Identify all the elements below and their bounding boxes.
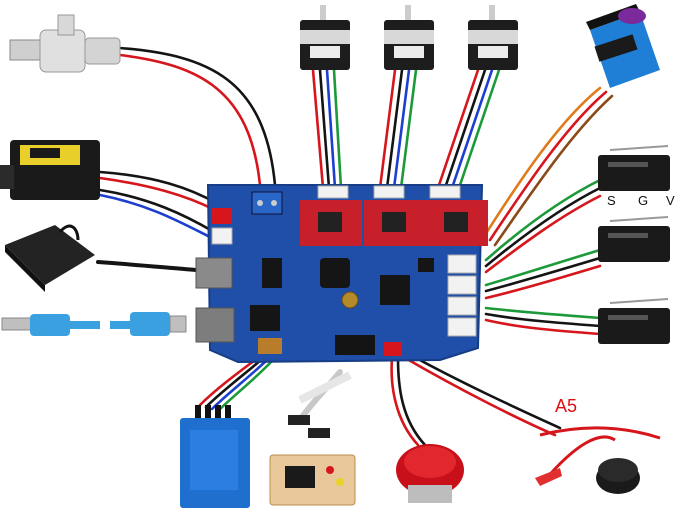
limit-switch-3 bbox=[598, 298, 670, 344]
spindle-motor bbox=[9, 14, 121, 73]
voltage-pin-label: V bbox=[666, 193, 675, 208]
servo-motor bbox=[586, 4, 660, 88]
stepper-motor-z bbox=[468, 5, 518, 70]
usb-cable bbox=[1, 312, 187, 336]
controller-board bbox=[195, 184, 488, 364]
offline-controller bbox=[269, 454, 356, 506]
stepper-motor-x bbox=[300, 5, 350, 70]
stepper-driver-3 bbox=[426, 200, 488, 246]
limit-switch-1 bbox=[598, 145, 670, 191]
stepper-driver-2 bbox=[364, 200, 426, 246]
probe-pin-label: A5 bbox=[555, 396, 578, 416]
probe-clip bbox=[535, 426, 661, 494]
emergency-stop-button bbox=[396, 444, 464, 503]
limit-switch-2 bbox=[598, 216, 670, 262]
bluetooth-module bbox=[180, 405, 250, 508]
ground-pin-label: G bbox=[638, 193, 649, 208]
laser-module bbox=[0, 140, 100, 200]
stepper-motor-y bbox=[384, 5, 434, 70]
power-adapter bbox=[5, 224, 95, 292]
signal-pin-label: S bbox=[607, 193, 616, 208]
wires bbox=[96, 46, 614, 447]
stepper-driver-1 bbox=[300, 200, 362, 246]
ribbon-cable bbox=[288, 371, 352, 438]
